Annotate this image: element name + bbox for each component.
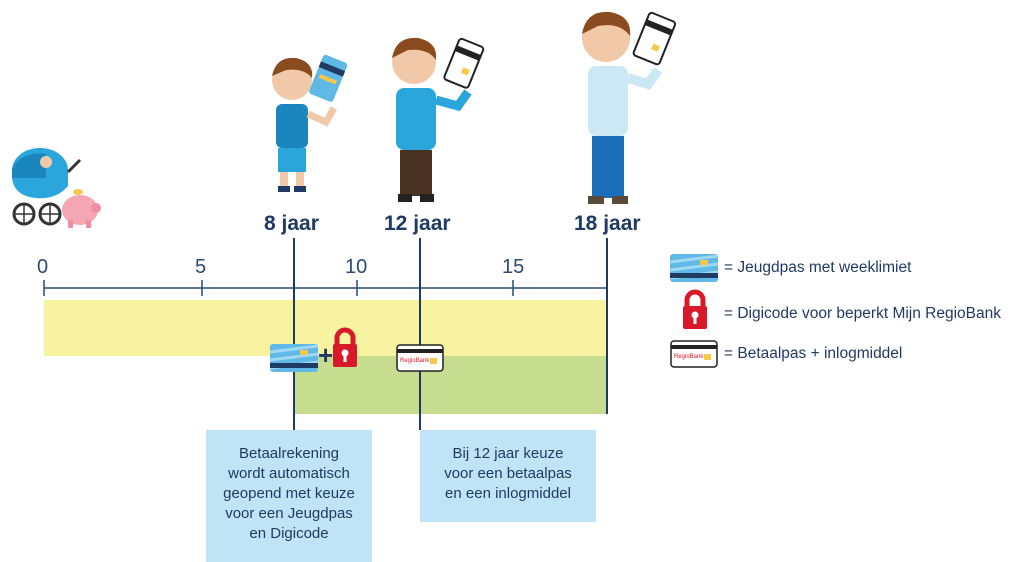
betaalpas-card-icon: RegioBank [396,344,444,372]
card-brand-text: RegioBank [400,358,430,364]
legend-betaalpas-icon: RegioBank [670,340,718,368]
jeugdpas-card-icon [269,344,319,372]
axis-tick-10: 10 [345,256,368,278]
yellow-band [44,300,607,356]
child-8-illustration [272,54,348,192]
legend-jeugdpas-icon [669,254,719,282]
adult-18-illustration [582,11,677,204]
legend-jeugdpas-label: = Jeugdpas met weeklimiet [724,259,912,276]
teen-12-illustration [392,37,485,202]
age-label-12: 12 jaar [384,212,451,235]
legend-lock-icon [683,289,707,329]
axis-tick-0: 0 [37,256,49,278]
axis-tick-5: 5 [195,256,207,278]
baby-carriage-piggybank-illustration [12,148,101,228]
age-label-18: 18 jaar [574,212,641,235]
legend-digicode-label: = Digicode voor beperkt Mijn RegioBank [724,305,1001,322]
plus-sign: + [318,340,334,370]
axis-tick-15: 15 [502,256,525,278]
legend-betaalpas-label: = Betaalpas + inlogmiddel [724,345,903,362]
note-age-12: Bij 12 jaar keuze voor een betaalpas en … [420,430,596,522]
note-age-8: Betaalrekening wordt automatisch geopend… [206,430,372,562]
age-label-8: 8 jaar [264,212,319,235]
legend-card-brand-text: RegioBank [674,354,704,360]
lock-icon [333,327,357,367]
